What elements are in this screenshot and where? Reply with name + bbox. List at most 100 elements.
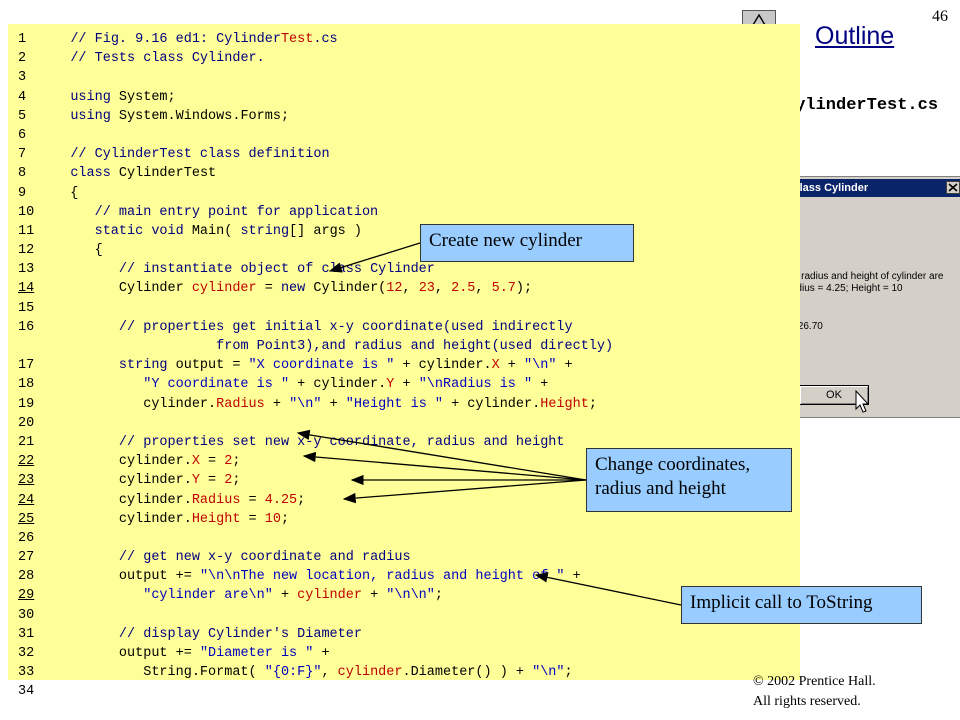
outline-link[interactable]: Outline [815,22,895,50]
dialog-close-button[interactable] [946,181,960,194]
code-line: 19 cylinder.Radius + "\n" + "Height is "… [8,395,800,414]
line-number: 21 [18,434,35,450]
line-number: 22 [18,454,35,470]
code-text: // main entry point for application [46,203,379,222]
code-token: cylinder. [46,454,192,470]
code-token: Main( [183,223,241,239]
code-line: 25 cylinder.Height = 10; [8,510,800,529]
code-token [46,435,119,450]
line-number: 8 [18,166,27,182]
code-line: 20 [8,414,800,433]
code-line: 24 cylinder.Radius = 4.25; [8,491,800,510]
code-token: + [321,396,346,412]
code-token: cylinder. [46,492,192,508]
code-line: 22 cylinder.X = 2; [8,452,800,471]
code-token: = [199,473,225,489]
line-number: 3 [18,70,27,86]
code-token: class [70,166,111,182]
code-token: "X coordinate is " [248,358,395,374]
code-text: "Y coordinate is " + cylinder.Y + "\nRad… [46,375,548,394]
code-token: "cylinder are\n" [143,588,273,604]
code-token: "\n\n" [386,588,435,604]
line-number: 27 [18,550,35,566]
line-number: 19 [18,396,35,412]
code-token: "\n" [532,665,565,681]
line-number: 25 [18,511,35,527]
code-text: // display Cylinder's Diameter [46,625,362,644]
code-token: cylinder. [46,511,192,527]
code-line: 3 [8,68,800,87]
code-token [46,51,70,66]
ok-button[interactable]: OK [799,385,869,405]
code-token: { [46,185,79,201]
code-token [46,377,143,392]
line-number: 16 [18,319,35,335]
callout-create-text: Create new cylinder [429,230,582,251]
code-line: 30 [8,606,800,625]
code-token: "\n" [524,358,557,374]
code-text: output += "\n\nThe new location, radius … [46,567,581,586]
code-token: + [361,588,387,604]
code-token: "Height is " [345,396,443,412]
code-line: 5 using System.Windows.Forms; [8,107,800,126]
code-line: 7 // CylinderTest class definition [8,145,800,164]
code-token: , [321,665,338,681]
code-token: "\n\nThe new location, radius and height… [199,569,565,585]
code-token: ; [564,665,573,681]
line-number: 24 [18,492,35,508]
code-line: 8 class CylinderTest [8,164,800,183]
code-text: // CylinderTest class definition [46,145,330,164]
line-number: 30 [18,607,35,623]
code-token [46,550,119,565]
code-token: cylinder [337,665,403,681]
code-token: + [564,569,581,585]
callout-create-cylinder: Create new cylinder [420,224,634,262]
code-line: 33 String.Format( "{0:F}", cylinder.Diam… [8,663,800,682]
code-token [46,109,70,124]
code-token: // CylinderTest class definition [70,147,330,163]
code-token: Cylinder( [305,281,387,297]
callout-change-line1: Change coordinates, [595,454,751,475]
code-token [46,90,70,105]
code-token [46,147,70,162]
close-icon [948,183,958,192]
dialog-line: The new location, radius and height of c… [720,271,944,283]
code-token: + [556,358,573,374]
code-token: Test [280,32,314,47]
code-line: 1 // Fig. 9.16 ed1: CylinderTest.cs [8,30,800,49]
code-token: "\nRadius is " [418,377,533,393]
line-number: 26 [18,530,35,546]
code-token: Cylinder [46,281,192,297]
code-token: + [313,646,330,661]
code-token: ; [434,588,443,604]
code-token: // properties set new x-y coordinate, ra… [118,434,565,450]
line-number: 5 [18,108,27,124]
code-token: + [499,358,525,374]
code-token: + [272,588,298,604]
code-token: 2.5 [451,281,476,297]
code-token: .cs [313,32,338,47]
code-text: "cylinder are\n" + cylinder + "\n\n"; [46,586,443,605]
code-line: 27 // get new x-y coordinate and radius [8,548,800,567]
code-token: X [491,358,500,374]
code-token: System.Windows.Forms; [110,108,290,124]
code-line: 16 // properties get initial x-y coordin… [8,318,800,337]
code-token: // instantiate object of class Cylinder [118,262,435,278]
code-token [46,224,95,239]
code-line: 9 { [8,184,800,203]
line-number: 7 [18,147,27,163]
line-number: 12 [18,243,35,259]
line-number: 18 [18,377,35,393]
line-number: 20 [18,415,35,431]
code-token: CylinderTest [110,166,217,182]
code-token: "Diameter is " [199,646,314,661]
code-token: Y [386,377,395,393]
line-number: 33 [18,665,35,681]
code-token: ; [232,473,241,489]
code-token: Height [540,396,589,412]
callout-tostring-text: Implicit call to ToString [690,592,873,613]
code-token: Y [191,473,200,489]
code-token: output = [167,358,249,374]
code-line: 28 output += "\n\nThe new location, radi… [8,567,800,586]
code-token: = [240,492,265,508]
